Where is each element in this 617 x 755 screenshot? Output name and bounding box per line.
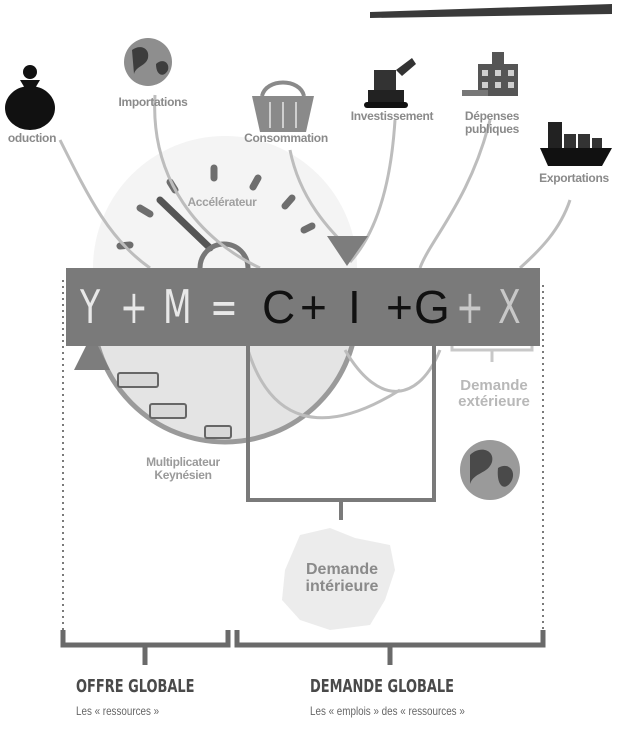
dial-area: [93, 136, 357, 268]
demande-globale-title: DEMANDE GLOBALE: [310, 676, 454, 697]
depenses-line1: Dépenses: [464, 109, 520, 123]
arrow-up-marker: [74, 334, 110, 370]
demande-interieure-line2: intérieure: [305, 577, 379, 595]
multiplier-line2: Keynésien: [154, 467, 212, 482]
equation-plus-3: +: [386, 281, 413, 333]
interior-demand-bracket: [246, 346, 436, 520]
earth-globe-icon: [460, 440, 520, 500]
multiplier-label: Multiplicateur Keynésien: [128, 456, 238, 481]
equation-plus-1: +: [120, 280, 148, 334]
offre-globale-title: OFFRE GLOBALE: [76, 676, 195, 697]
equation-y: Y: [80, 280, 101, 334]
demande-exterieure-label: Demande extérieure: [446, 378, 542, 410]
money-bills: [117, 372, 232, 439]
arrow-down-marker: [327, 236, 368, 266]
demande-exterieure-line2: extérieure: [458, 392, 530, 410]
equation-c: C: [262, 281, 296, 333]
demande-interieure-line1: Demande: [305, 561, 379, 578]
excavator-icon: [364, 58, 416, 108]
cargo-ship-icon: [540, 122, 612, 166]
equation-m: M: [163, 280, 192, 334]
depenses-publiques-label: Dépenses publiques: [452, 110, 532, 135]
exportations-label: Exportations: [539, 171, 609, 185]
bottom-brackets: [60, 630, 546, 665]
globe-icon: [124, 38, 172, 86]
top-stripe: [370, 4, 612, 18]
equation-g: G: [414, 281, 450, 333]
consommation-label: Consommation: [244, 131, 328, 145]
demande-interieure-label: Demande intérieure: [282, 561, 402, 596]
demande-globale-subtitle: Les « emplois » des « ressources »: [310, 704, 465, 718]
shopping-basket-icon: [252, 80, 314, 132]
equation-i: I: [348, 281, 361, 333]
accelerator-label: Accélérateur: [187, 195, 257, 209]
production-label: oduction: [7, 131, 57, 145]
importations-label: Importations: [118, 95, 188, 109]
equation-x: X: [498, 280, 521, 334]
dial-hub: [197, 241, 251, 269]
equation-bar: [66, 268, 540, 346]
equation-plus-2: +: [300, 281, 327, 333]
investissement-label: Investissement: [350, 109, 434, 123]
demande-exterieure-line1: Demande: [460, 377, 528, 394]
exterior-demand-bracket: [450, 342, 534, 362]
money-bag-icon: [5, 65, 55, 130]
accelerator-needle: [156, 196, 214, 252]
offre-globale-subtitle: Les « ressources »: [76, 704, 160, 718]
equation-equals: =: [210, 280, 238, 334]
depenses-line2: publiques: [465, 121, 519, 136]
france-map: [282, 528, 395, 630]
multiplier-line1: Multiplicateur: [146, 455, 220, 469]
public-building-icon: [462, 52, 518, 96]
dotted-frame: [62, 280, 544, 630]
equation-plus-4: +: [456, 280, 484, 334]
